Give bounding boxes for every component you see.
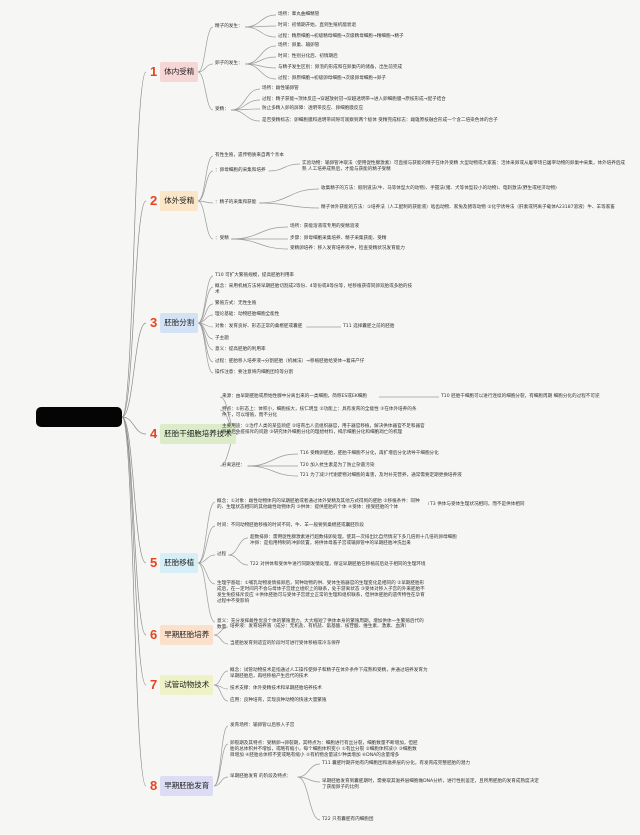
- branch-node: 概念：采用机械方法将早期胚胎切割成2等份、4等份或8等份等，经移植获得同卵双胎或…: [215, 284, 413, 295]
- leaf-node: 过程：精子获能→顶体反应→穿越放射冠→穿越透明带→进入卵细胞膜→原核形成→配子结…: [262, 97, 446, 102]
- leaf-node: T20 加入抗生素是为了防止杂菌污染: [300, 463, 375, 468]
- leaf-node: T10 胚胎干细胞可以进行连续的细胞分裂，有细胞周期 细胞分化的过程不可逆: [441, 394, 600, 399]
- branch-node: 生理学基础：①哺乳动物发情排卵后，同种动物的供、受体生殖器官的生理变化是相同的 …: [217, 581, 425, 604]
- branch-node: T10 可扩大繁殖规模，提高胚胎利用率: [215, 273, 295, 278]
- leaf-node: T21 为了减少代谢废物对细胞的毒害，及时补充营养，通常需要定期更换培养液: [300, 473, 462, 478]
- topic-label: 胚胎干细胞培养技术: [160, 424, 236, 444]
- leaf-node: 场所：睾丸曲细精管: [278, 12, 320, 17]
- topic-label: 试管动物技术: [160, 675, 214, 695]
- branch-node: 操作注意：要注意将内细胞团均等分割: [215, 370, 294, 375]
- leaf-node: 时间：初情期开始，直到生殖机能衰退: [278, 23, 357, 28]
- topic-label: 体外受精: [160, 191, 199, 211]
- leaf-node: 防止多精入卵的屏障：透明带反应、卵细胞膜反应: [262, 106, 364, 111]
- branch-node: 意义：提高胚胎的利用率: [215, 347, 266, 352]
- branch-node: 意义：充分发挥雌性优良个体的繁殖潜力，大大缩短了供体本身的繁殖周期，增加供体一生…: [217, 619, 424, 630]
- branch-node: 早期胚胎发育 的阶段及特点：: [230, 774, 292, 779]
- leaf-node: 场所：雌性输卵管: [262, 86, 299, 91]
- leaf-node: 与精子发生区别：卵泡的形成和在卵巢内的储备，出生前完成: [278, 65, 403, 70]
- branch-node: 卵子的发生：: [215, 61, 243, 66]
- branch-node: 来源：由早期胚胎或原始性腺中分离出来的一类细胞，简称ES或EK细胞: [222, 394, 367, 399]
- branch-node: ：受精: [215, 236, 229, 241]
- leaf-node: 步骤：卵母细胞采集培养、精子采集获能、受精: [290, 236, 387, 241]
- branch-node: 过程: [217, 552, 227, 557]
- topic-label: 胚胎移植: [160, 553, 199, 573]
- branch-node: 理论基础：动物胚胎细胞全能性: [215, 312, 280, 317]
- branch-node: 过程：胚胎移入培养液→分割胚胎（机械法）→移植胚胎给受体→着床产仔: [215, 359, 365, 364]
- branch-node: 受精：: [215, 107, 229, 112]
- leaf-node: 过程：卵原细胞→初级卵母细胞→次级卵母细胞→卵子: [278, 76, 387, 81]
- branch-node: 对象：发育良好、形态正常的桑椹胚或囊胚: [215, 324, 303, 329]
- branch-node: ：精子的采集和获能: [215, 200, 257, 205]
- branch-node: 应用：良种培育，实现良种动物的快速大量繁殖: [230, 698, 327, 703]
- leaf-node: 场所：获能溶液或专用的受精溶液: [290, 224, 359, 229]
- leaf-node: T11 选择囊胚之前的胚胎: [343, 324, 395, 329]
- topic-label: 胚胎分割: [160, 313, 199, 333]
- leaf-node: T11 囊胚时期开始有内细胞团和滋养层的分化，有发育成完整胚胎的潜力: [322, 761, 470, 766]
- branch-node: 卵裂期及其特点：受精卵→卵裂期，其特点为：细胞进行有丝分裂，细胞数量不断增加，但…: [230, 741, 418, 758]
- branch-node: 主要用途：①治疗人类的某些顽症 ②培育出人造组织器官，用于器官移植，解决供体器官…: [222, 424, 425, 435]
- leaf-node: T22 只有囊胚有内细胞团: [322, 817, 374, 822]
- topic-number: 4: [150, 426, 158, 441]
- topic-number: 2: [150, 193, 158, 208]
- leaf-node: 场所：卵巢、输卵管: [278, 43, 320, 48]
- root-node[interactable]: [36, 407, 122, 427]
- leaf-node: T3 供体与受体生理状况相同，而不是供体相同: [430, 502, 525, 507]
- leaf-node: 过程：精原细胞→初级精母细胞→次级精母细胞→精细胞→精子: [278, 34, 404, 39]
- branch-node: 技术支撑：体外受精技术和早期胚胎培养技术: [230, 686, 322, 691]
- leaf-node: 是否受精标志：卵细胞膜和透明带间隙可观察到两个极体 受精完成标志：雌雄原核融合形…: [262, 118, 498, 123]
- leaf-node: T16 受精卵胚胎，胚胎干细胞不分化，再扩增后分化诱导干细胞分化: [300, 451, 439, 456]
- branch-node: 子主题: [215, 336, 229, 341]
- leaf-node: T22 对供体和受体牛进行同期发情处理，保证早期胚胎在移植前后处于相同的生理环境: [250, 562, 426, 567]
- leaf-node: 收集精子的方法：假阴道法(牛、马等体型大的动物)、手握法(猪、犬等体型较小的动物…: [321, 186, 557, 191]
- branch-node: 培养液：发育培养液（成分：无机盐、有机盐、氨基酸、核苷酸、维生素、激素、血清）: [230, 624, 410, 629]
- topic-label: 早期胚胎发育: [160, 776, 214, 796]
- topic-number: 1: [150, 64, 158, 79]
- topic-number: 5: [150, 555, 158, 570]
- topic-number: 3: [150, 315, 158, 330]
- branch-node: 概念：试管动物技术是指通过人工操作使卵子和精子在体外条件下成熟和受精，并通过培养…: [230, 668, 428, 679]
- topic-number: 7: [150, 677, 158, 692]
- branch-node: ：卵母细胞的采集和培养: [215, 168, 266, 173]
- leaf-node: 受精卵培养：移入发育培养液中，检查受精状况发育能力: [290, 246, 405, 251]
- branch-node: 有性生殖，遗传物质来自两个亲本: [215, 153, 284, 158]
- topic-label: 早期胚胎培养: [160, 625, 214, 645]
- topic-number: 6: [150, 627, 158, 642]
- branch-node: 时间：不同动物胚胎移植的时间不同，牛、羊一般要到桑椹胚或囊胚阶段: [217, 523, 365, 528]
- branch-node: 概念：①对象：雌性动物体内的早期胚胎或者通过体外受精及其他方式得到的胚胎 ②移植…: [217, 499, 420, 510]
- branch-node: 精子的发生：: [215, 24, 243, 29]
- leaf-node: 时间：性别分化后、初情期后: [278, 54, 338, 59]
- leaf-node: 早期胚胎发育到囊胚期时，需要取其滋养层细胞做DNA分析，进行性别鉴定，且所用胚胎…: [322, 779, 539, 790]
- topic-number: 8: [150, 778, 158, 793]
- branch-node: 当胚胎发育到适宜的阶段时可进行受体移植或冷冻保存: [230, 641, 341, 646]
- leaf-node: 精子体外获能的方法：①培养法（人工配制的获能液）啮齿动物、家兔及猪等动物 ②化学…: [321, 205, 615, 210]
- branch-node: 繁殖方式：无性生殖: [215, 301, 257, 306]
- topic-label: 体内受精: [160, 62, 199, 82]
- branch-node: 特点：①形态上：体积小，细胞核大，核仁明显 ②功能上：具有发育的全能性 ③在体外…: [222, 407, 417, 418]
- leaf-node: 超数排卵：需用促性腺激素进行超数排卵处理，使其一次排出比自然情况下多几倍到十几倍…: [250, 535, 457, 546]
- branch-node: 分离途径：: [222, 463, 245, 468]
- branch-node: 发育场所：输卵管以后移入子宫: [230, 723, 295, 728]
- leaf-node: 实验动物：输卵管冲取法（使用促性腺激素）可直接与获能的精子在体外受精 大型动物或…: [302, 161, 626, 172]
